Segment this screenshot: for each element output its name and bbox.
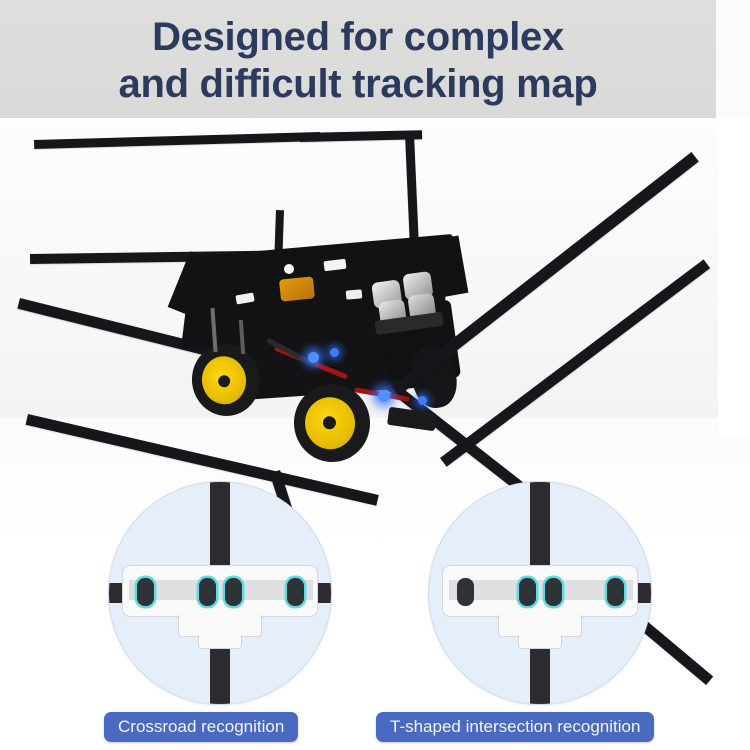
t-junction-board-tail [518, 635, 562, 649]
badge-crossroad-recognition: Crossroad recognition [104, 712, 299, 742]
t-junction-sensor-board [442, 565, 638, 649]
header-band-right-margin [716, 0, 750, 120]
header-band [0, 0, 716, 120]
title-line-1: Designed for complex [152, 15, 564, 59]
t-junction-sensor-3 [545, 578, 562, 606]
t-junction-sensor-4 [607, 578, 624, 606]
car-led-2 [330, 348, 339, 357]
inset-t-intersection [428, 481, 652, 705]
crossroad-sensor-3 [225, 578, 242, 606]
title-line-2: and difficult tracking map [118, 62, 598, 106]
t-junction-board-plate [442, 565, 638, 617]
crossroad-sensor-2 [199, 578, 216, 606]
inset-crossroad [108, 481, 332, 705]
crossroad-board-plate [122, 565, 318, 617]
t-junction-board-stripe [449, 580, 633, 600]
ultrasonic-sensor-module [368, 267, 451, 336]
line-tracking-sensor-board [386, 406, 438, 432]
crossroad-sensor-1 [137, 578, 154, 606]
badge-t-shaped-intersection-recognition: T-shaped intersection recognition [376, 712, 655, 742]
page-title: Designed for complex and difficult track… [0, 14, 716, 108]
crossroad-board-stripe [129, 580, 313, 600]
car-led-3 [378, 390, 390, 402]
car-deck-hole-slot-c [345, 289, 363, 300]
crossroad-sensor-4 [287, 578, 304, 606]
t-junction-board-neck [498, 615, 582, 637]
car-buzzer-component [278, 276, 316, 302]
crossroad-board-neck [178, 615, 262, 637]
robot-car [167, 233, 476, 466]
product-photo [0, 118, 750, 750]
t-junction-sensor-2 [519, 578, 536, 606]
t-junction-sensor-1 [457, 578, 474, 606]
crossroad-sensor-board [122, 565, 318, 649]
car-led-1 [308, 352, 319, 363]
crossroad-board-tail [198, 635, 242, 649]
car-deck-hole-round [284, 264, 294, 274]
photo-right-margin [718, 118, 750, 438]
car-led-4 [418, 396, 427, 405]
